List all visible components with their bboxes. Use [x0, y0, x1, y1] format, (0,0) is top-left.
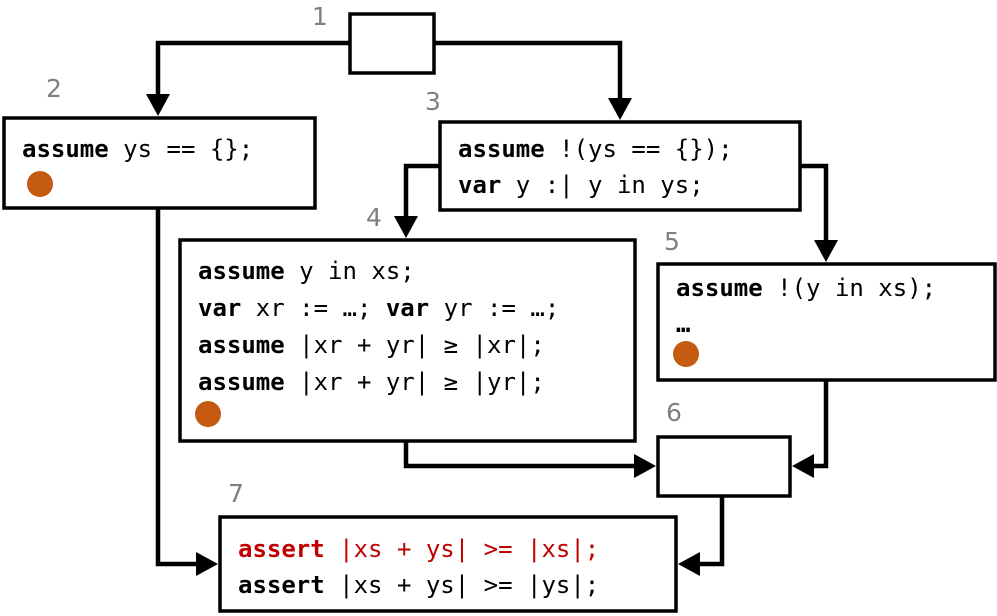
node-7: 7 assert |xs + ys| >= |xs|; assert |xs +…	[218, 479, 678, 613]
node-4: 4 assume y in xs; var xr := …; var yr :=…	[178, 203, 637, 443]
node-7-number: 7	[228, 479, 244, 508]
node-3: 3 assume !(ys == {}); var y :| y in ys;	[425, 87, 802, 212]
code-text: |xr + yr| ≥ |yr|;	[285, 368, 545, 396]
node-3-line-2: var y :| y in ys;	[458, 171, 704, 199]
keyword: var	[386, 294, 429, 322]
keyword: assume	[198, 257, 285, 285]
node-3-box	[438, 120, 802, 212]
node-2-box	[2, 116, 317, 210]
code-text: ys == {};	[109, 135, 254, 163]
keyword: assume	[198, 331, 285, 359]
node-3-number: 3	[425, 87, 441, 116]
node-3-line-1: assume !(ys == {});	[458, 135, 733, 163]
edge-1-to-2	[155, 40, 350, 96]
node-5-line-2: …	[676, 310, 690, 338]
arrowhead-3-to-4	[394, 216, 418, 238]
node-2-line-1: assume ys == {};	[22, 135, 253, 163]
node-7-line-1-failing-assert: assert |xs + ys| >= |xs|;	[238, 535, 599, 563]
code-text: |xs + ys| >= |xs|;	[325, 535, 600, 563]
arrowhead-1-to-3	[608, 98, 632, 120]
keyword: assert	[238, 535, 325, 563]
node-2: 2 assume ys == {};	[2, 74, 317, 210]
node-1-number: 1	[312, 2, 328, 31]
node-4-line-2: var xr := …; var yr := …;	[198, 294, 559, 322]
code-text: y :| y in ys;	[501, 171, 703, 199]
keyword: assume	[22, 135, 109, 163]
node-2-marker-dot	[27, 171, 53, 197]
node-4-line-3: assume |xr + yr| ≥ |xr|;	[198, 331, 545, 359]
node-4-line-4: assume |xr + yr| ≥ |yr|;	[198, 368, 545, 396]
node-1: 1	[312, 2, 436, 75]
arrowhead-5-to-6	[792, 454, 814, 478]
node-5-box	[656, 262, 997, 382]
node-1-box	[348, 12, 436, 75]
node-4-marker-dot	[195, 401, 221, 427]
arrowhead-1-to-2	[146, 94, 170, 116]
code-text: yr := …;	[429, 294, 559, 322]
node-5-number: 5	[664, 227, 680, 256]
node-7-box	[218, 515, 678, 613]
keyword: assume	[198, 368, 285, 396]
edge-4-to-6	[403, 441, 636, 469]
node-5: 5 assume !(y in xs); …	[656, 227, 997, 382]
keyword: assert	[238, 571, 325, 599]
keyword: assume	[676, 274, 763, 302]
edge-6-to-7	[698, 496, 725, 567]
node-4-number: 4	[366, 203, 382, 232]
node-4-box	[178, 238, 637, 443]
edge-3-to-4	[403, 163, 440, 218]
code-text: xr := …;	[241, 294, 386, 322]
keyword: var	[458, 171, 501, 199]
arrowhead-3-to-5	[814, 240, 838, 262]
arrowhead-6-to-7	[678, 552, 700, 576]
arrowhead-2-to-7	[196, 552, 218, 576]
code-text: y in xs;	[285, 257, 415, 285]
keyword: assume	[458, 135, 545, 163]
node-6: 6	[656, 398, 792, 498]
edge-2-to-7	[155, 208, 198, 567]
node-5-marker-dot	[673, 341, 699, 367]
edge-1-to-3	[434, 40, 623, 100]
node-7-line-2: assert |xs + ys| >= |ys|;	[238, 571, 599, 599]
node-4-line-1: assume y in xs;	[198, 257, 415, 285]
arrowhead-4-to-6	[634, 454, 656, 478]
code-text: |xs + ys| >= |ys|;	[325, 571, 600, 599]
node-5-line-1: assume !(y in xs);	[676, 274, 936, 302]
edge-5-to-6	[812, 380, 829, 469]
keyword: var	[198, 294, 241, 322]
node-6-number: 6	[666, 398, 682, 427]
code-text: !(ys == {});	[545, 135, 733, 163]
edge-3-to-5	[800, 163, 829, 242]
node-2-number: 2	[46, 74, 62, 103]
code-text: |xr + yr| ≥ |xr|;	[285, 331, 545, 359]
node-6-box	[656, 435, 792, 498]
edges	[146, 40, 838, 576]
code-text: !(y in xs);	[763, 274, 936, 302]
